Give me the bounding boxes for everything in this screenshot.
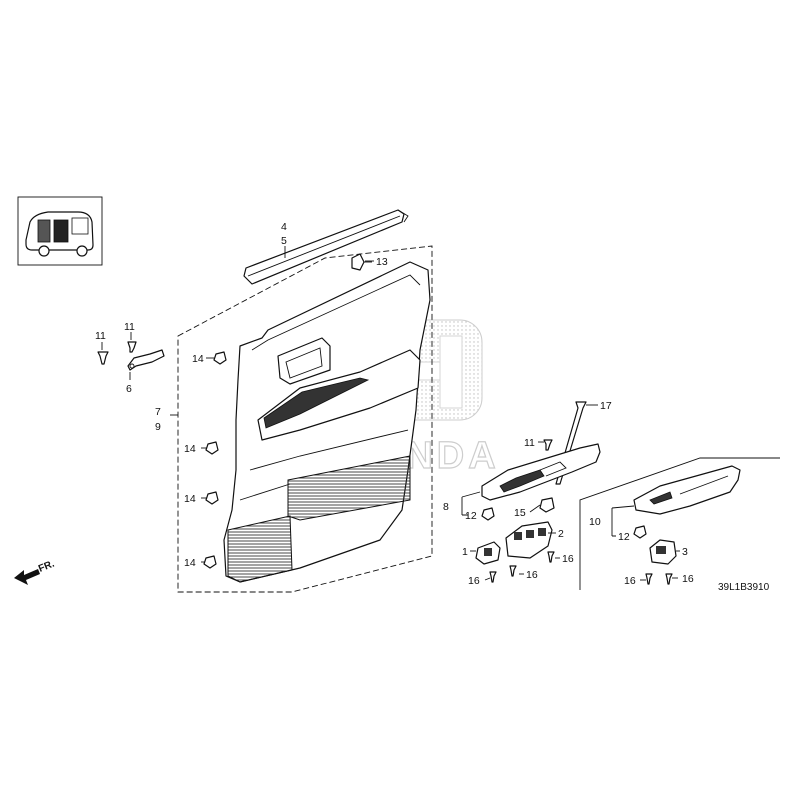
window-weatherstrip[interactable] bbox=[243, 209, 409, 285]
leader-lines bbox=[101, 246, 680, 581]
callout-11-a: 11 bbox=[95, 330, 106, 342]
callout-13: 13 bbox=[376, 256, 388, 268]
clip-14-b[interactable] bbox=[205, 441, 219, 455]
clip-14-c[interactable] bbox=[205, 491, 219, 505]
callout-16-d: 16 bbox=[624, 575, 636, 587]
screw-16-c[interactable] bbox=[489, 571, 497, 583]
screw-16-a[interactable] bbox=[547, 551, 555, 563]
screw-16-b[interactable] bbox=[509, 565, 517, 577]
callout-16-a: 16 bbox=[562, 553, 574, 565]
clip-14-a[interactable] bbox=[213, 351, 227, 365]
door-lining-panel[interactable] bbox=[223, 261, 431, 583]
screw-16-e[interactable] bbox=[665, 573, 673, 585]
callout-4: 4 bbox=[281, 221, 287, 233]
callout-11-b: 11 bbox=[124, 321, 135, 333]
callout-12-b: 12 bbox=[618, 531, 630, 543]
callout-14-a: 14 bbox=[192, 353, 204, 365]
callout-6: 6 bbox=[126, 383, 132, 395]
screw-11-bracket[interactable] bbox=[127, 341, 137, 353]
window-switch-3[interactable] bbox=[649, 539, 677, 565]
callout-14-c: 14 bbox=[184, 493, 196, 505]
callout-8: 8 bbox=[443, 501, 449, 513]
callout-3: 3 bbox=[682, 546, 688, 558]
callout-1: 1 bbox=[462, 546, 468, 558]
front-direction-arrow: FR. bbox=[14, 558, 56, 585]
callout-5: 5 bbox=[281, 235, 287, 247]
switch-panel-10[interactable] bbox=[633, 465, 741, 515]
callout-17: 17 bbox=[600, 400, 612, 412]
inset-boundary bbox=[579, 457, 780, 590]
lining-assembly-boundary bbox=[177, 245, 433, 593]
screw-11-switch[interactable] bbox=[543, 439, 553, 451]
window-switch-1[interactable] bbox=[475, 541, 501, 565]
callout-16-b: 16 bbox=[526, 569, 538, 581]
switch-panel-8[interactable] bbox=[481, 443, 601, 501]
screw-11-left[interactable] bbox=[97, 351, 109, 365]
callout-16-e: 16 bbox=[682, 573, 694, 585]
diagram-code: 39L1B3910 bbox=[718, 582, 770, 593]
callout-10: 10 bbox=[589, 516, 601, 528]
clip-13[interactable] bbox=[351, 253, 372, 271]
clip-15[interactable] bbox=[539, 497, 555, 513]
direction-label: FR. bbox=[37, 558, 56, 574]
callout-11-c: 11 bbox=[524, 437, 535, 449]
callout-9: 9 bbox=[155, 421, 161, 433]
callout-16-c: 16 bbox=[468, 575, 480, 587]
callout-14-b: 14 bbox=[184, 443, 196, 455]
callout-7: 7 bbox=[155, 406, 161, 418]
clip-12-right[interactable] bbox=[633, 525, 647, 539]
callout-2: 2 bbox=[558, 528, 564, 540]
callout-12-a: 12 bbox=[465, 510, 477, 522]
callout-14-d: 14 bbox=[184, 557, 196, 569]
clip-12-left[interactable] bbox=[481, 507, 495, 521]
bracket-6[interactable] bbox=[127, 349, 165, 371]
window-switch-2[interactable] bbox=[505, 521, 553, 559]
clip-14-d[interactable] bbox=[203, 555, 217, 569]
callout-15: 15 bbox=[514, 507, 526, 519]
vehicle-locator-icon bbox=[17, 196, 103, 266]
screw-16-d[interactable] bbox=[645, 573, 653, 585]
